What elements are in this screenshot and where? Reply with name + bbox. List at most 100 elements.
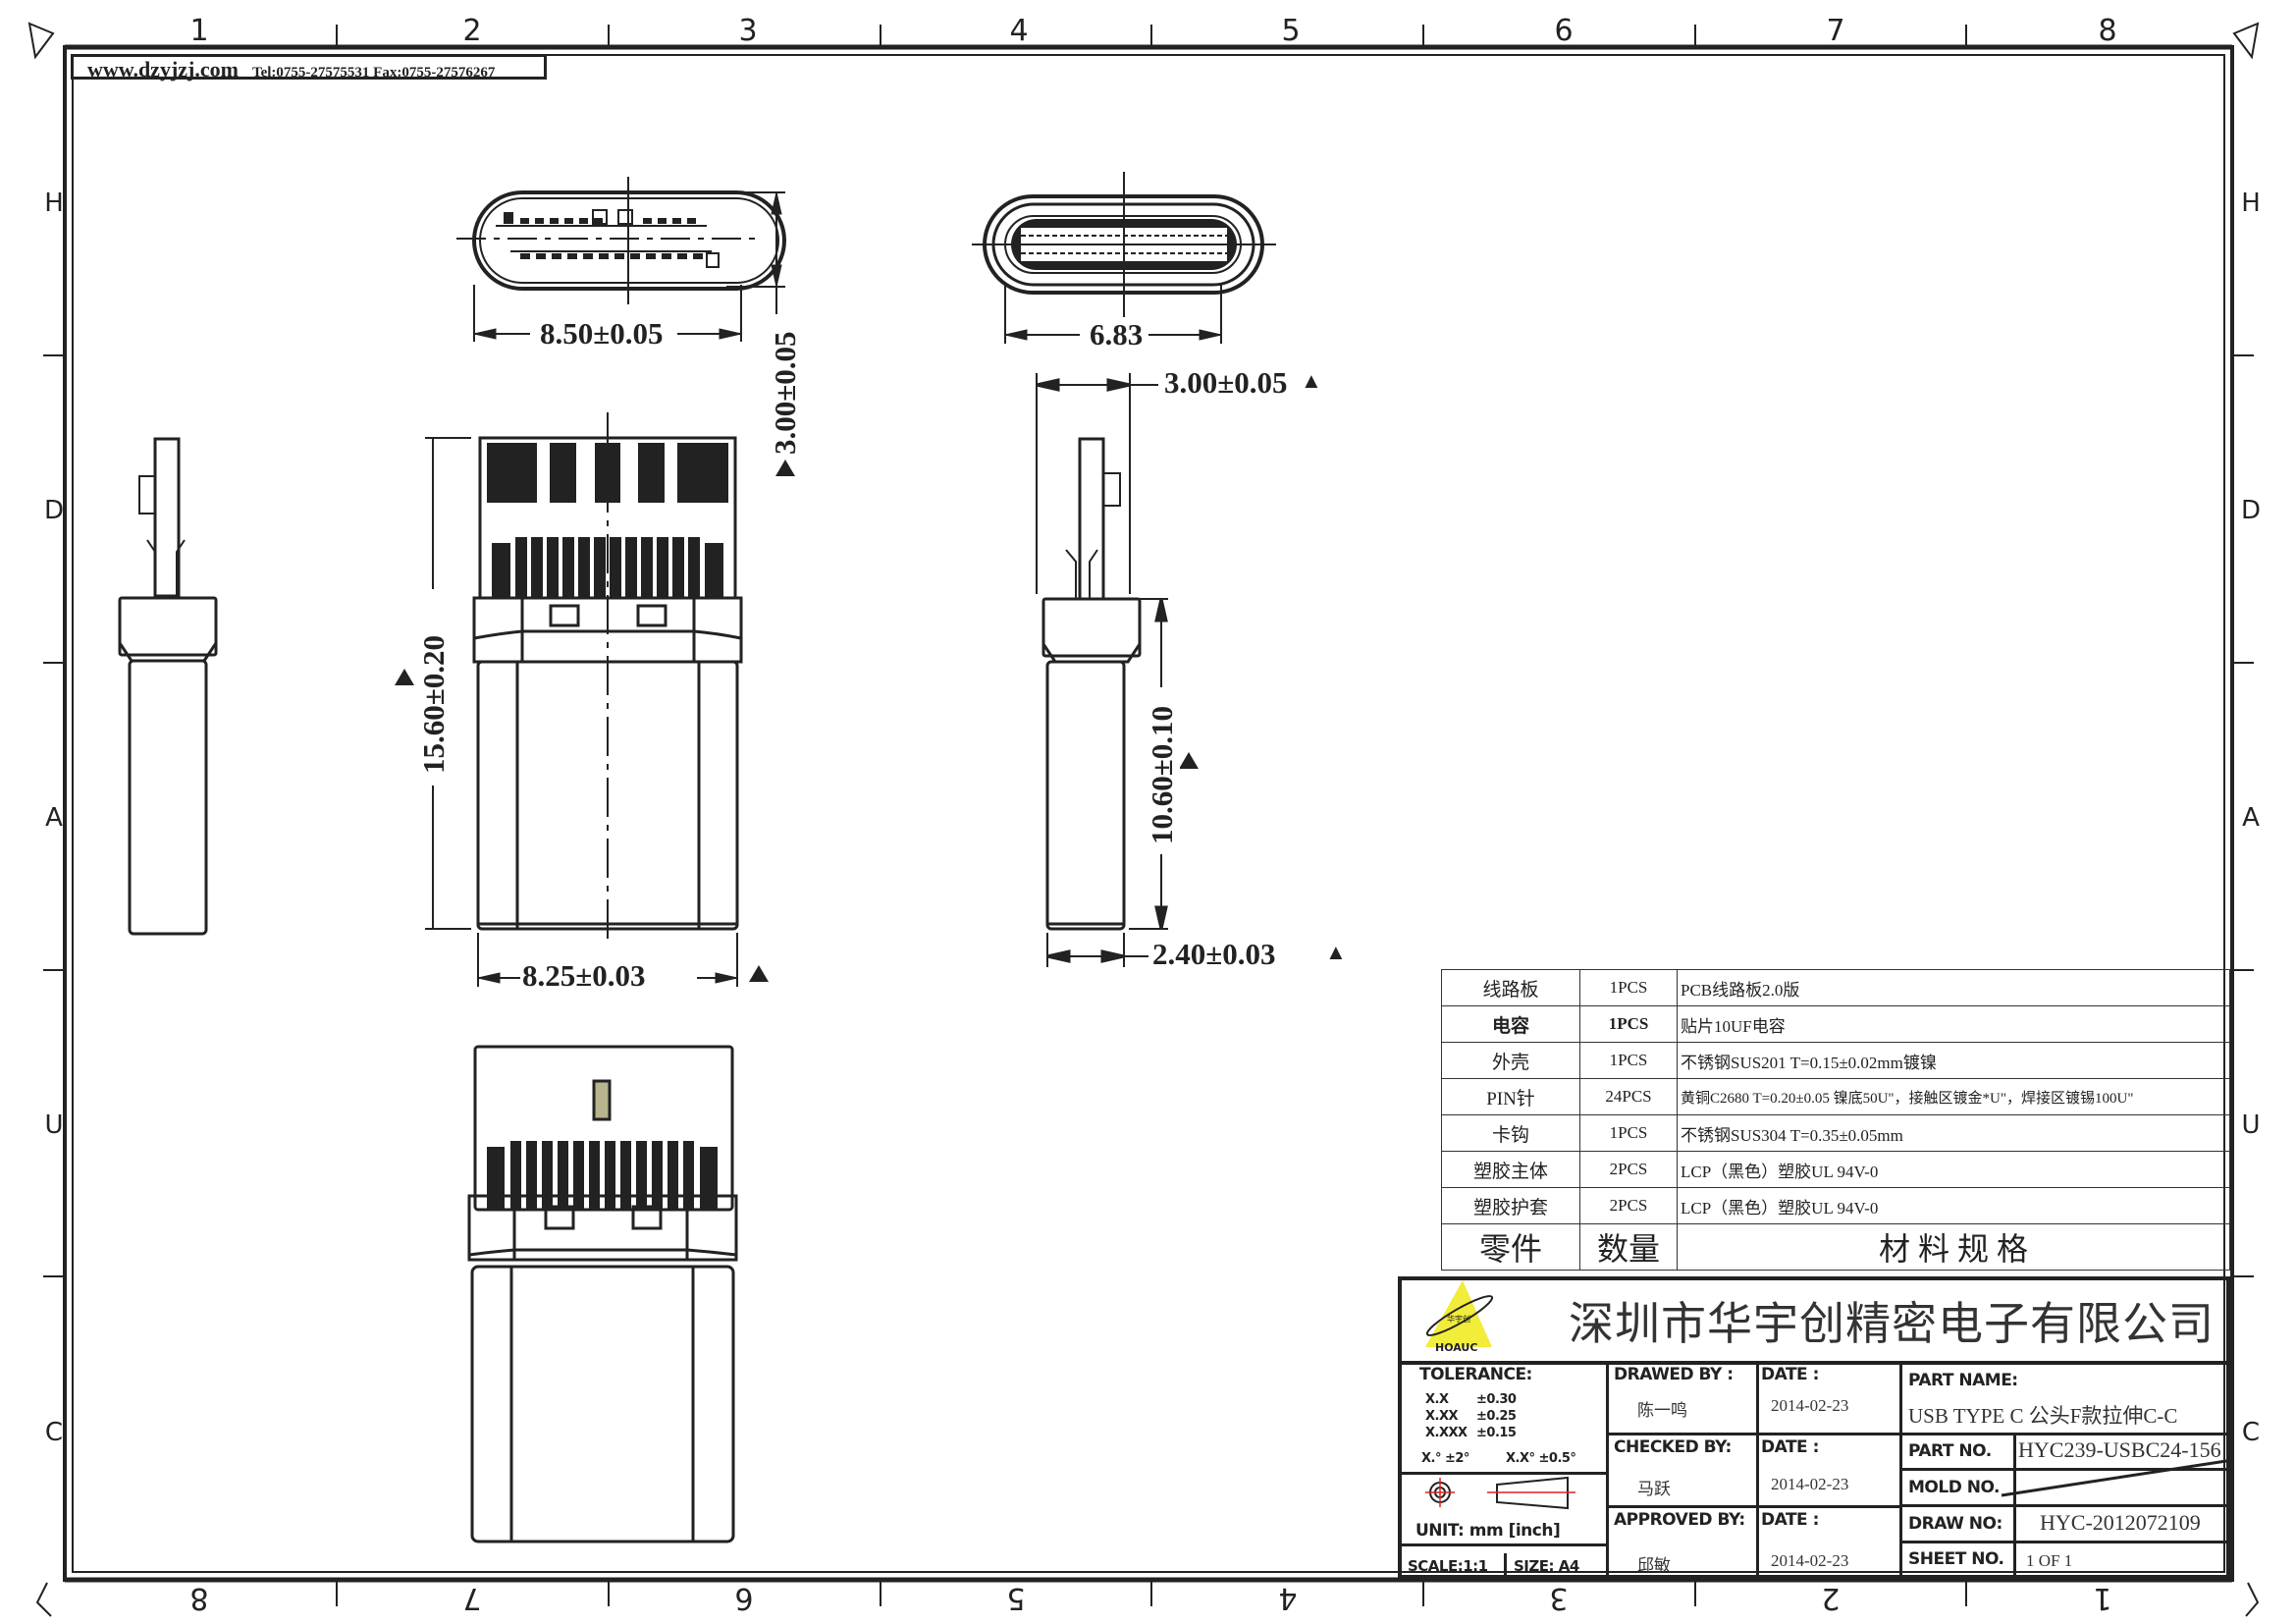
bom-qty: 1PCS	[1579, 1005, 1678, 1043]
grid-row-label: H	[2241, 189, 2261, 218]
tolerance-label: TOLERANCE:	[1419, 1365, 1532, 1384]
grid-col-label: 4	[1009, 14, 1029, 48]
bom-spec: PCB线路板2.0版	[1677, 969, 2230, 1006]
tolerance-value: ±0.15	[1476, 1426, 1517, 1440]
drawed-by-name: 陈一鸣	[1637, 1401, 1687, 1421]
bom-header-spec: 材 料 规 格	[1677, 1223, 2230, 1271]
bom-spec: 贴片10UF电容	[1677, 1005, 2230, 1043]
grid-row-label: D	[43, 496, 65, 525]
bottom-plan-view	[467, 1045, 738, 1543]
bom-part: PIN针	[1441, 1078, 1580, 1115]
dim-body-width: 8.25±0.03	[520, 958, 648, 994]
website-link[interactable]: www.dzyjzj.com	[87, 57, 239, 81]
bom-spec: LCP（黑色）塑胶UL 94V-0	[1677, 1151, 2230, 1188]
dim-top-width: 8.50±0.05	[538, 316, 666, 352]
grid-col-label: 5	[1281, 14, 1301, 48]
draw-no: HYC-2012072109	[2040, 1510, 2201, 1535]
grid-col-label: 6	[1554, 14, 1574, 48]
sheet-no-label: SHEET NO.	[1908, 1549, 2004, 1569]
tolerance-value: ±0.30	[1476, 1392, 1517, 1407]
projection-symbol-icon	[1425, 1476, 1575, 1510]
bom-header-qty: 数量	[1579, 1223, 1678, 1271]
bom-part: 外壳	[1441, 1042, 1580, 1079]
critical-marker-icon: ▲	[1325, 940, 1347, 964]
right-side-view	[1036, 373, 1199, 967]
approved-date: 2014-02-23	[1771, 1551, 1849, 1570]
grid-row-label: A	[2242, 803, 2260, 833]
grid-col-label-bottom: 3	[1549, 1581, 1569, 1615]
approved-by-name: 邱敏	[1637, 1556, 1671, 1576]
front-view	[972, 172, 1276, 344]
bom-spec: 不锈钢SUS201 T=0.15±0.02mm镀镍	[1677, 1042, 2230, 1079]
bom-spec: 不锈钢SUS304 T=0.35±0.05mm	[1677, 1114, 2230, 1152]
bom-qty: 2PCS	[1579, 1151, 1678, 1188]
dim-top-height: 3.00±0.05	[768, 329, 803, 457]
grid-col-label-bottom: 7	[462, 1581, 482, 1615]
drawed-date: 2014-02-23	[1771, 1396, 1849, 1415]
grid-col-label-bottom: 8	[189, 1581, 209, 1615]
tolerance-key: X.XXX	[1425, 1426, 1468, 1440]
grid-col-label: 7	[1826, 14, 1845, 48]
bom-qty: 24PCS	[1579, 1078, 1678, 1115]
tolerance-value: ±0.25	[1476, 1409, 1517, 1424]
size-label: SIZE: A4	[1514, 1557, 1579, 1575]
date-label: DATE :	[1761, 1365, 1819, 1384]
dim-front-width: 6.83	[1088, 317, 1146, 352]
grid-row-label: C	[44, 1418, 64, 1447]
part-no: HYC239-USBC24-156	[2018, 1437, 2221, 1462]
draw-no-label: DRAW NO:	[1908, 1514, 2002, 1534]
dim-shell-thickness: 2.40±0.03	[1150, 937, 1278, 972]
sheet-no: 1 OF 1	[2026, 1551, 2073, 1570]
svg-text:华宇创: 华宇创	[1447, 1314, 1470, 1324]
bom-part: 塑胶主体	[1441, 1151, 1580, 1188]
grid-col-label-bottom: 5	[1006, 1581, 1026, 1615]
bom-qty: 1PCS	[1579, 1042, 1678, 1079]
bom-part: 卡钩	[1441, 1114, 1580, 1152]
grid-row-label: C	[2241, 1418, 2261, 1447]
grid-col-label: 3	[738, 14, 758, 48]
main-plan-view	[395, 412, 769, 987]
bom-qty: 2PCS	[1579, 1187, 1678, 1224]
date-label: DATE :	[1761, 1437, 1819, 1457]
grid-col-label: 1	[189, 14, 209, 48]
checked-date: 2014-02-23	[1771, 1475, 1849, 1493]
tolerance-key: X.X	[1425, 1392, 1449, 1407]
company-name: 深圳市华宇创精密电子有限公司	[1569, 1297, 2215, 1350]
part-no-label: PART NO.	[1908, 1441, 1992, 1461]
grid-row-label: U	[2241, 1110, 2261, 1140]
scale-label: SCALE:1:1	[1408, 1557, 1488, 1575]
grid-row-label: H	[44, 189, 64, 218]
date-label: DATE :	[1761, 1510, 1819, 1530]
grid-col-label-bottom: 4	[1278, 1581, 1298, 1615]
dim-shell-length: 10.60±0.10	[1145, 703, 1180, 846]
checked-by-label: CHECKED BY:	[1614, 1437, 1732, 1457]
title-block: HOAUC 深圳市华宇创精密电子有限公司 TOLERANCE: X.X ±0.3…	[1398, 1276, 2230, 1579]
unit-label: UNIT: mm [inch]	[1415, 1521, 1561, 1541]
checked-by-name: 马跃	[1637, 1480, 1671, 1499]
logo-text: HOAUC	[1435, 1341, 1478, 1354]
grid-col-label-bottom: 1	[2093, 1581, 2112, 1615]
left-side-view	[118, 437, 218, 936]
bom-part: 塑胶护套	[1441, 1187, 1580, 1224]
critical-marker-icon: ▲	[1301, 368, 1322, 393]
tolerance-key: X.XX	[1425, 1409, 1459, 1424]
part-name-label: PART NAME:	[1908, 1371, 2018, 1390]
grid-col-label-bottom: 6	[734, 1581, 754, 1615]
grid-row-label: U	[44, 1110, 64, 1140]
company-banner: HOAUC 深圳市华宇创精密电子有限公司	[1402, 1280, 2226, 1365]
grid-col-label: 2	[462, 14, 482, 48]
bom-header-part: 零件	[1441, 1223, 1580, 1271]
company-logo-icon: 华宇创	[1425, 1280, 1494, 1347]
dim-side-thickness: 3.00±0.05	[1162, 365, 1290, 401]
bom-qty: 1PCS	[1579, 969, 1678, 1006]
bom-qty: 1PCS	[1579, 1114, 1678, 1152]
grid-row-label: D	[2240, 496, 2262, 525]
